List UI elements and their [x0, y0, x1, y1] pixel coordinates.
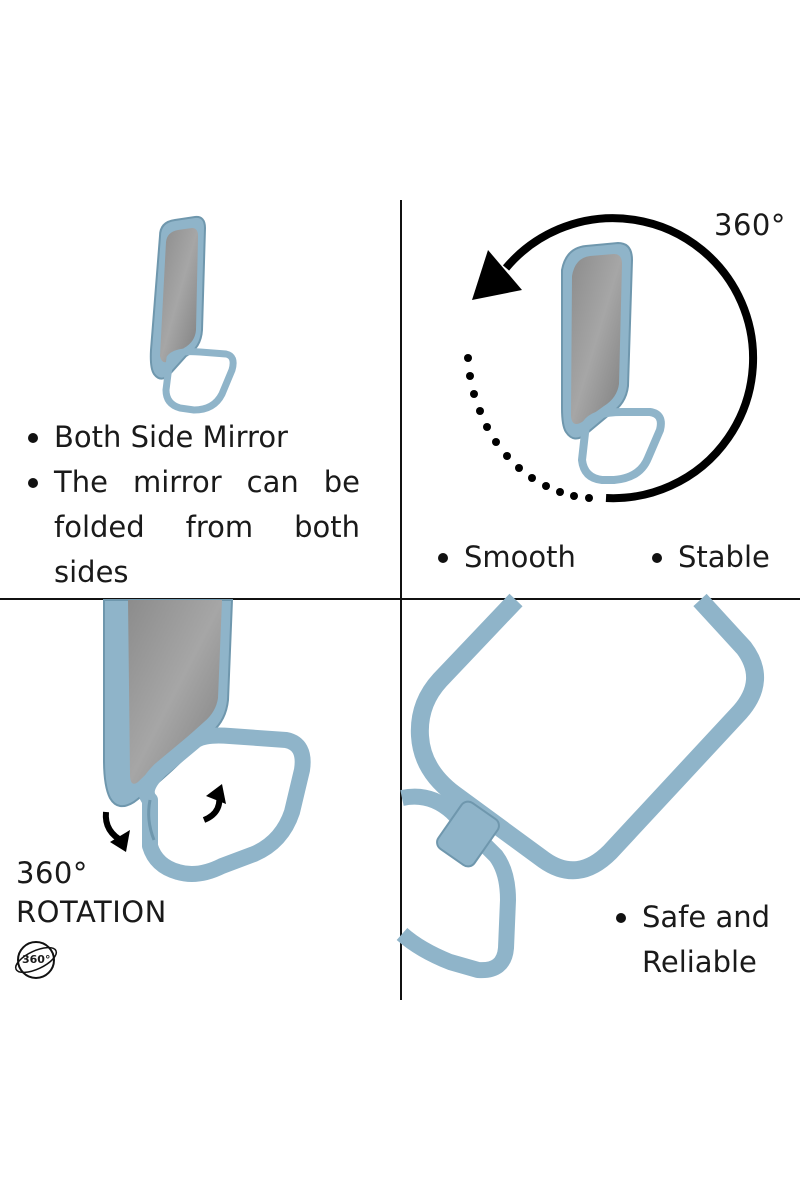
mirror-image-top-right: [561, 241, 665, 484]
feature-stable: Stable: [648, 535, 798, 580]
feature-list-top-right-1: Smooth: [434, 535, 614, 580]
feature-list-top-left: Both Side Mirror The mirror can be folde…: [24, 415, 360, 595]
mirror-image-top-left: [149, 215, 237, 414]
rotation-degree-text: 360°: [16, 856, 88, 890]
feature-safe-reliable: Safe and Reliable: [612, 895, 782, 985]
feature-list-bottom-right: Safe and Reliable: [612, 895, 782, 985]
dotted-arc: [464, 354, 593, 502]
rotate-right-arrow-icon: [202, 784, 226, 823]
badge-text: 360°: [22, 953, 51, 966]
rotation-text: ROTATION: [16, 895, 167, 929]
feature-both-side-mirror: Both Side Mirror: [24, 415, 360, 460]
arrow-head-icon: [472, 250, 522, 300]
feature-smooth: Smooth: [434, 535, 614, 580]
feature-list-top-right-2: Stable: [648, 535, 798, 580]
mirror-closeup-bottom-left: [103, 599, 311, 882]
feature-foldable: The mirror can be folded from both sides: [24, 460, 360, 595]
rotation-360-badge-icon: [14, 941, 58, 979]
degree-label: 360°: [714, 208, 786, 242]
mirror-frame-closeup-bottom-right: [396, 593, 765, 979]
rotation-arrow-graphic: [464, 214, 758, 503]
rotate-left-arrow-icon: [102, 811, 130, 852]
